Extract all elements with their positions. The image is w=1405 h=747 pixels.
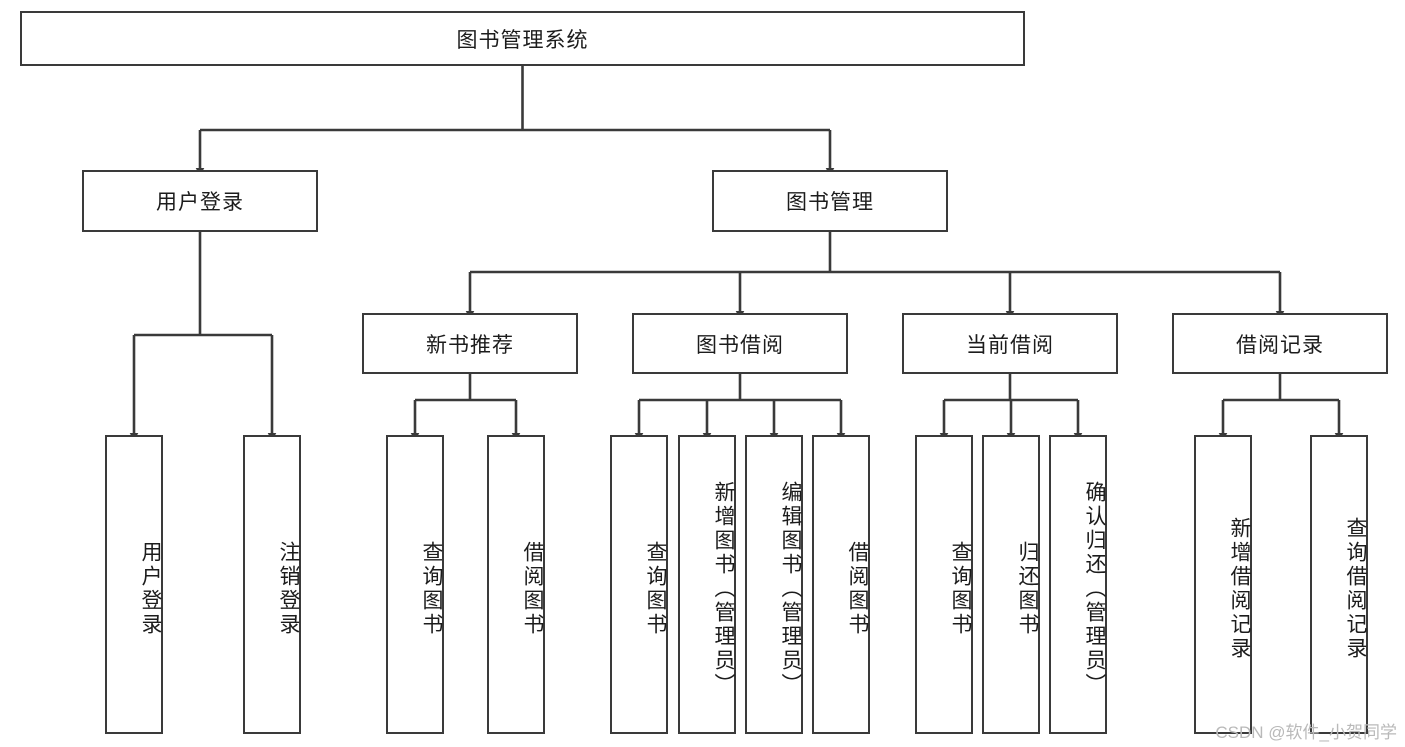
node-newbook[interactable]: 新书推荐 xyxy=(362,313,578,374)
node-records[interactable]: 借阅记录 xyxy=(1172,313,1388,374)
node-login[interactable]: 用户登录 xyxy=(82,170,318,232)
node-l4[interactable]: 借阅图书 xyxy=(487,435,545,734)
node-label: 借阅记录 xyxy=(1236,333,1324,357)
node-label: 当前借阅 xyxy=(966,333,1054,357)
node-l13[interactable]: 查询借阅记录 xyxy=(1310,435,1368,734)
node-l1[interactable]: 用户登录 xyxy=(105,435,163,734)
edge-group xyxy=(129,66,1344,441)
node-l12[interactable]: 新增借阅记录 xyxy=(1194,435,1252,734)
node-label: 图书借阅 xyxy=(696,333,784,357)
node-l8[interactable]: 借阅图书 xyxy=(812,435,870,734)
node-label: 借阅图书 xyxy=(846,540,869,637)
node-l10[interactable]: 归还图书 xyxy=(982,435,1040,734)
node-l7[interactable]: 编辑图书（管理员） xyxy=(745,435,803,734)
node-label: 编辑图书（管理员） xyxy=(779,480,802,697)
node-label: 图书管理系统 xyxy=(456,28,589,52)
node-label: 新书推荐 xyxy=(426,333,514,357)
node-label: 新增图书（管理员） xyxy=(712,480,735,697)
node-l11[interactable]: 确认归还（管理员） xyxy=(1049,435,1107,734)
node-l3[interactable]: 查询图书 xyxy=(386,435,444,734)
node-label: 查询图书 xyxy=(420,540,443,637)
node-label: 借阅图书 xyxy=(521,540,544,637)
node-bookmgmt[interactable]: 图书管理 xyxy=(712,170,948,232)
node-l2[interactable]: 注销登录 xyxy=(243,435,301,734)
node-label: 查询借阅记录 xyxy=(1344,516,1367,661)
node-root[interactable]: 图书管理系统 xyxy=(20,11,1025,66)
node-l5[interactable]: 查询图书 xyxy=(610,435,668,734)
node-l6[interactable]: 新增图书（管理员） xyxy=(678,435,736,734)
node-label: 注销登录 xyxy=(277,540,300,637)
node-label: 确认归还（管理员） xyxy=(1083,480,1106,697)
node-current[interactable]: 当前借阅 xyxy=(902,313,1118,374)
watermark: CSDN @软件_小贺同学 xyxy=(1215,723,1397,742)
node-label: 查询图书 xyxy=(949,540,972,637)
node-label: 图书管理 xyxy=(786,191,874,214)
node-borrow[interactable]: 图书借阅 xyxy=(632,313,848,374)
node-label: 用户登录 xyxy=(156,191,244,214)
node-label: 新增借阅记录 xyxy=(1228,516,1251,661)
node-label: 归还图书 xyxy=(1016,540,1039,637)
node-label: 查询图书 xyxy=(644,540,667,637)
node-label: 用户登录 xyxy=(139,540,162,637)
node-l9[interactable]: 查询图书 xyxy=(915,435,973,734)
